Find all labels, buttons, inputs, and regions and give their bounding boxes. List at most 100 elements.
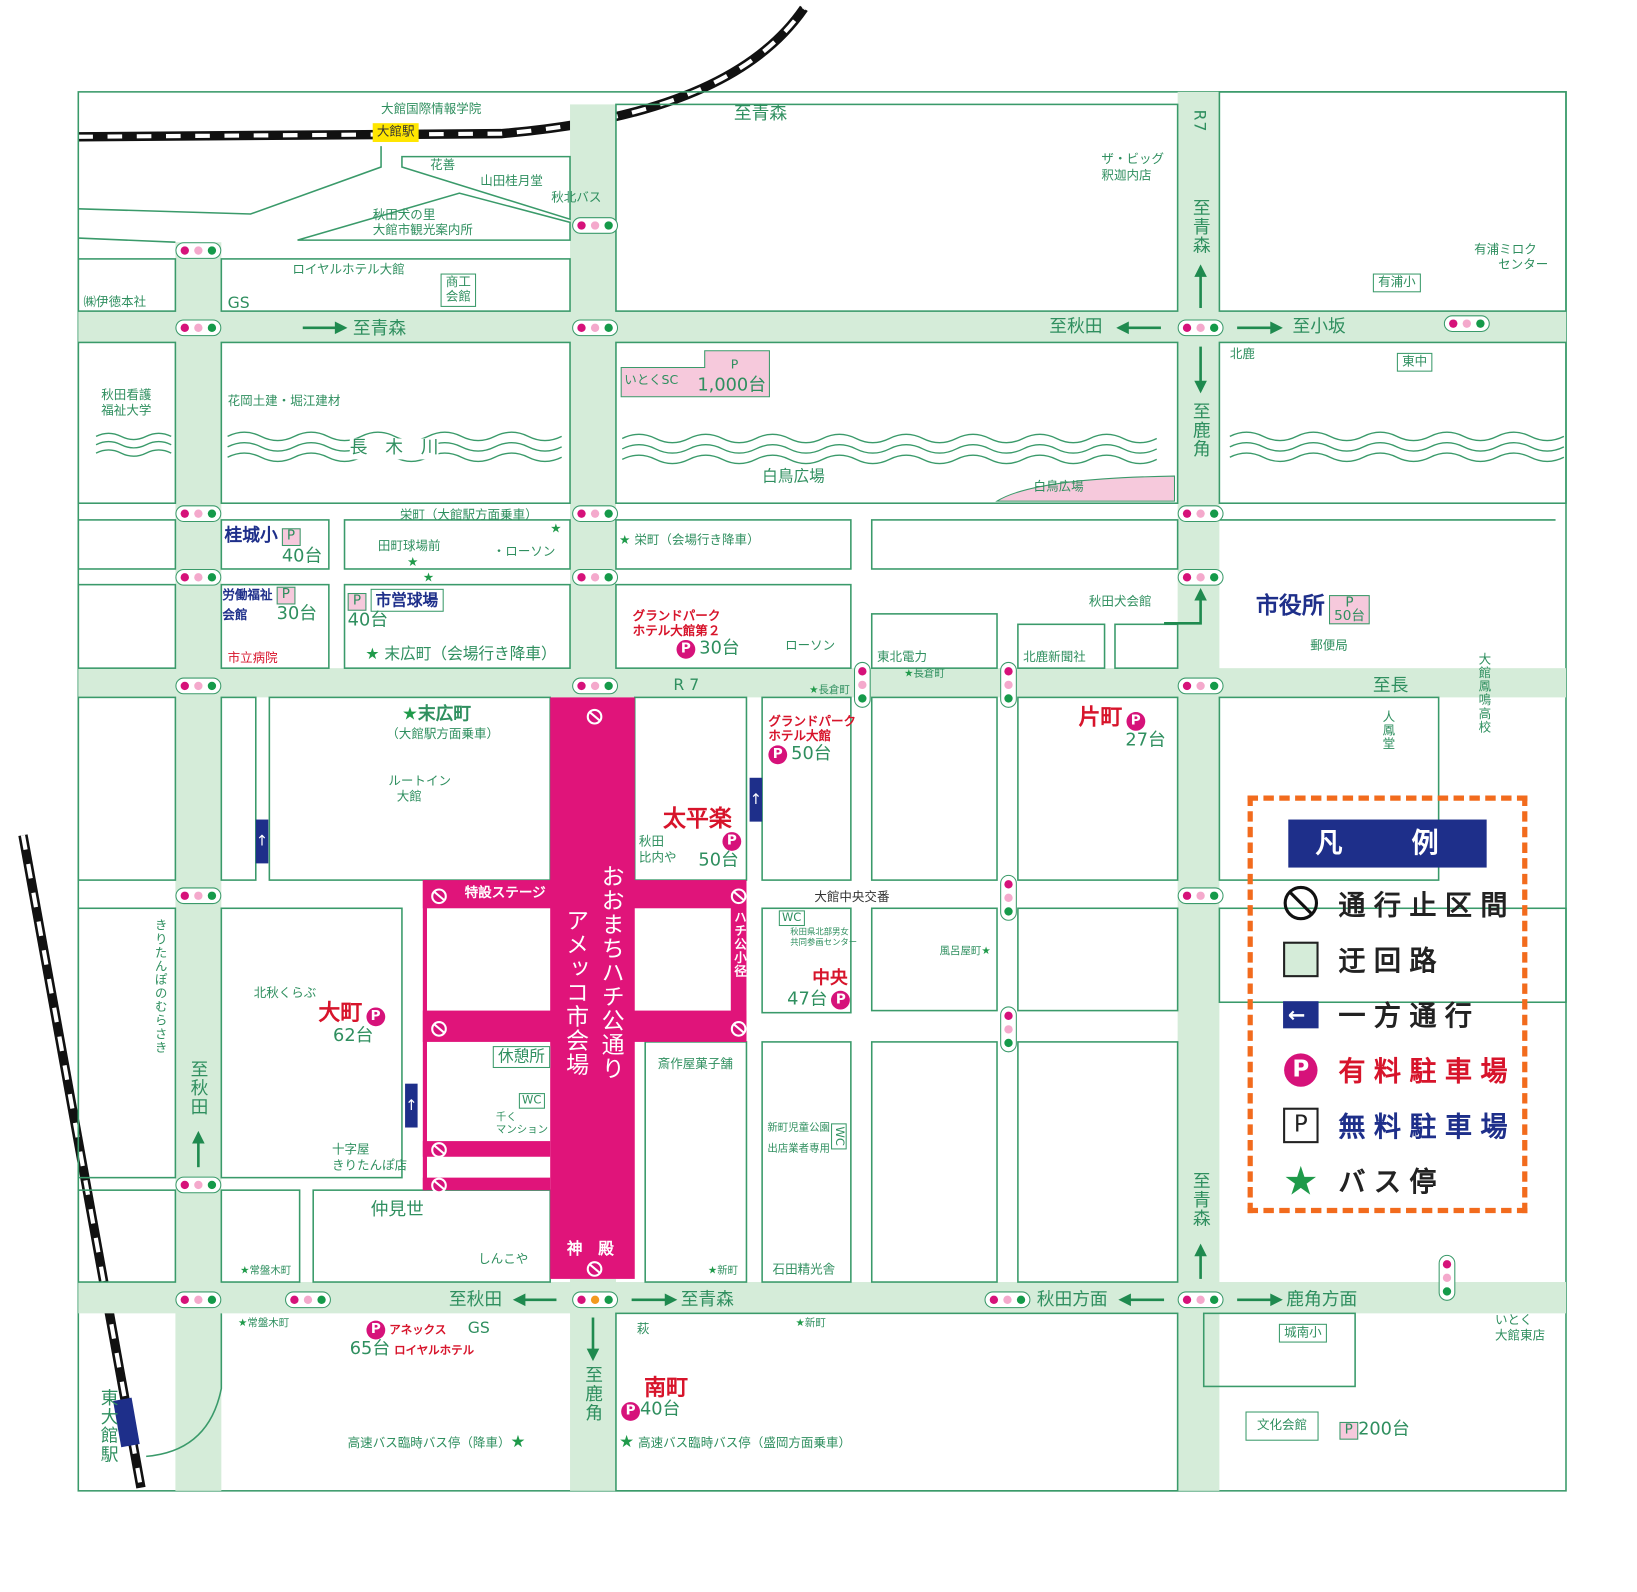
parking-count: 40台 [639,1399,681,1420]
road-closed-icon [586,708,603,725]
traffic-light [572,677,619,695]
festival-venue-label: アメッコ市会場 [561,908,589,1077]
parking-count: 62台 [333,1024,374,1046]
bus-stop-icon: ★ [1283,1157,1319,1204]
direction-label: 至青森 [1188,1171,1210,1228]
label-itoku-sc: いとくSC [624,372,679,388]
traffic-light [175,319,222,337]
festival-area [422,697,747,1279]
paid-parking-icon: P [768,745,788,765]
parking-name: 南町 [644,1374,688,1401]
bus-stop-label: ★ 高速バス臨時バス停（盛岡方面乗車） [619,1432,851,1451]
label-shuhoku-bus: 秋北バス [551,190,602,205]
traffic-light [175,242,222,259]
route-7-label: R 7 [673,675,700,695]
label-text: P [1283,1107,1319,1143]
direction-label: 至青森 [680,1289,734,1311]
label-saisakuya: 斎作屋菓子舗 [657,1056,733,1072]
bus-stop-icon: ★ [904,668,914,680]
label-text: 新町 [717,1265,739,1277]
traffic-light [572,217,619,234]
parking-name: 労働福祉 [222,587,273,603]
legend-label: 一方通行 [1338,1001,1481,1033]
bus-stop-icon: ★ [407,554,419,569]
wc-icon: WC [831,1123,847,1149]
label-hospital: 市立病院 [227,650,278,666]
label-text: 新町 [804,1317,826,1330]
traffic-light [1438,1254,1456,1301]
one-way-arrow-icon: ↑ [255,819,269,864]
label-center: 秋田県北部男女 [790,927,849,937]
legend-label: 迂回路 [1338,945,1445,978]
label-tourist-info: 大館市観光案内所 [372,222,473,237]
traffic-light [175,677,222,695]
bus-stop-label: ★常盤木町 [240,1265,291,1277]
river-label: 長 木 川 [349,437,439,459]
label-hokushu-club: 北秋くらぶ [253,985,317,1001]
label-text: 商工 [445,274,471,290]
legend-label: 無料駐車場 [1338,1111,1516,1144]
label-text: 高速バス臨時バス停（降車） [347,1435,511,1451]
label-text: 風呂屋町 [939,945,982,958]
bus-stop-label: ★長倉町 [904,668,945,680]
east-odate-station-label: 東大館駅 [96,1388,118,1464]
label-rest-area: 休憩所 [492,1046,551,1069]
traffic-light [1177,505,1224,522]
parking-count: 65台 [349,1338,391,1360]
traffic-light [175,1176,222,1194]
paid-parking-icon: P [1126,711,1146,731]
label-big: ザ・ビッグ [1101,151,1165,166]
road-closed-icon [431,1021,447,1037]
label-tamachi: 田町球場前 [377,538,441,554]
label-nakamise: 仲見世 [370,1199,424,1221]
label-hagi: 萩 [636,1321,650,1337]
traffic-light [175,505,222,522]
traffic-light [285,1291,331,1309]
label-bunka-kaikan: 文化会館 [1245,1411,1319,1441]
itoku-sc-shape [620,350,770,398]
one-way-arrow-icon: ↑ [405,1083,418,1128]
special-stage-label: 特設ステージ [464,885,546,901]
traffic-light [1000,1006,1017,1053]
label-text: P [1284,1052,1318,1087]
traffic-light [572,1291,619,1309]
one-way-arrow-icon: ← [1282,995,1320,1033]
direction-arrows [192,264,1283,1362]
hakucho-plaza-shape [995,475,1176,502]
paid-parking-icon: P [831,990,851,1010]
paid-parking-icon: P [676,640,696,659]
bus-stop-sublabel: （大館駅方面乗車） [386,726,500,742]
direction-label: 至鹿角 [581,1365,602,1422]
direction-label: 至鹿角 [1188,401,1210,459]
bus-stop-label: 高速バス臨時バス停（降車）★ [348,1432,526,1451]
label-route-inn: ルートイン [388,773,452,789]
label-akitainu: 秋田犬の里 [372,207,436,223]
direction-label: 至秋田 [186,1059,208,1117]
legend-label: バス停 [1338,1167,1445,1199]
label-shinden: 神 殿 [566,1239,614,1259]
direction-label: 鹿角方面 [1286,1289,1358,1311]
direction-label: 至長 [1372,675,1409,697]
bus-stop-icon: ★ [550,520,562,536]
label-text: 高速バス臨時バス停（盛岡方面乗車） [638,1435,852,1451]
bus-stop-label: ★ 末広町（会場行き降車） [365,645,556,663]
label-hakucho-2: 白鳥広場 [1033,479,1084,494]
label-hinaiya: 秋田 [638,834,665,849]
label-hanaoka: 花岡土建・堀江建材 [227,393,341,409]
label-text: 常盤木町 [247,1317,290,1330]
road-closed-icon [431,1142,447,1158]
free-parking-icon: P [347,593,367,611]
bus-stop-icon: ★ [240,1265,250,1277]
wc-icon: WC [778,910,805,926]
legend-title: 凡 例 [1288,819,1487,868]
label-hokuroku: 北鹿 [1229,346,1255,362]
legend-detour: 迂回路 [1282,940,1445,979]
label-text: 長倉町 [818,684,850,697]
label-gs-2: GS [467,1318,490,1338]
bus-stop-label: ★新町 [708,1265,738,1277]
